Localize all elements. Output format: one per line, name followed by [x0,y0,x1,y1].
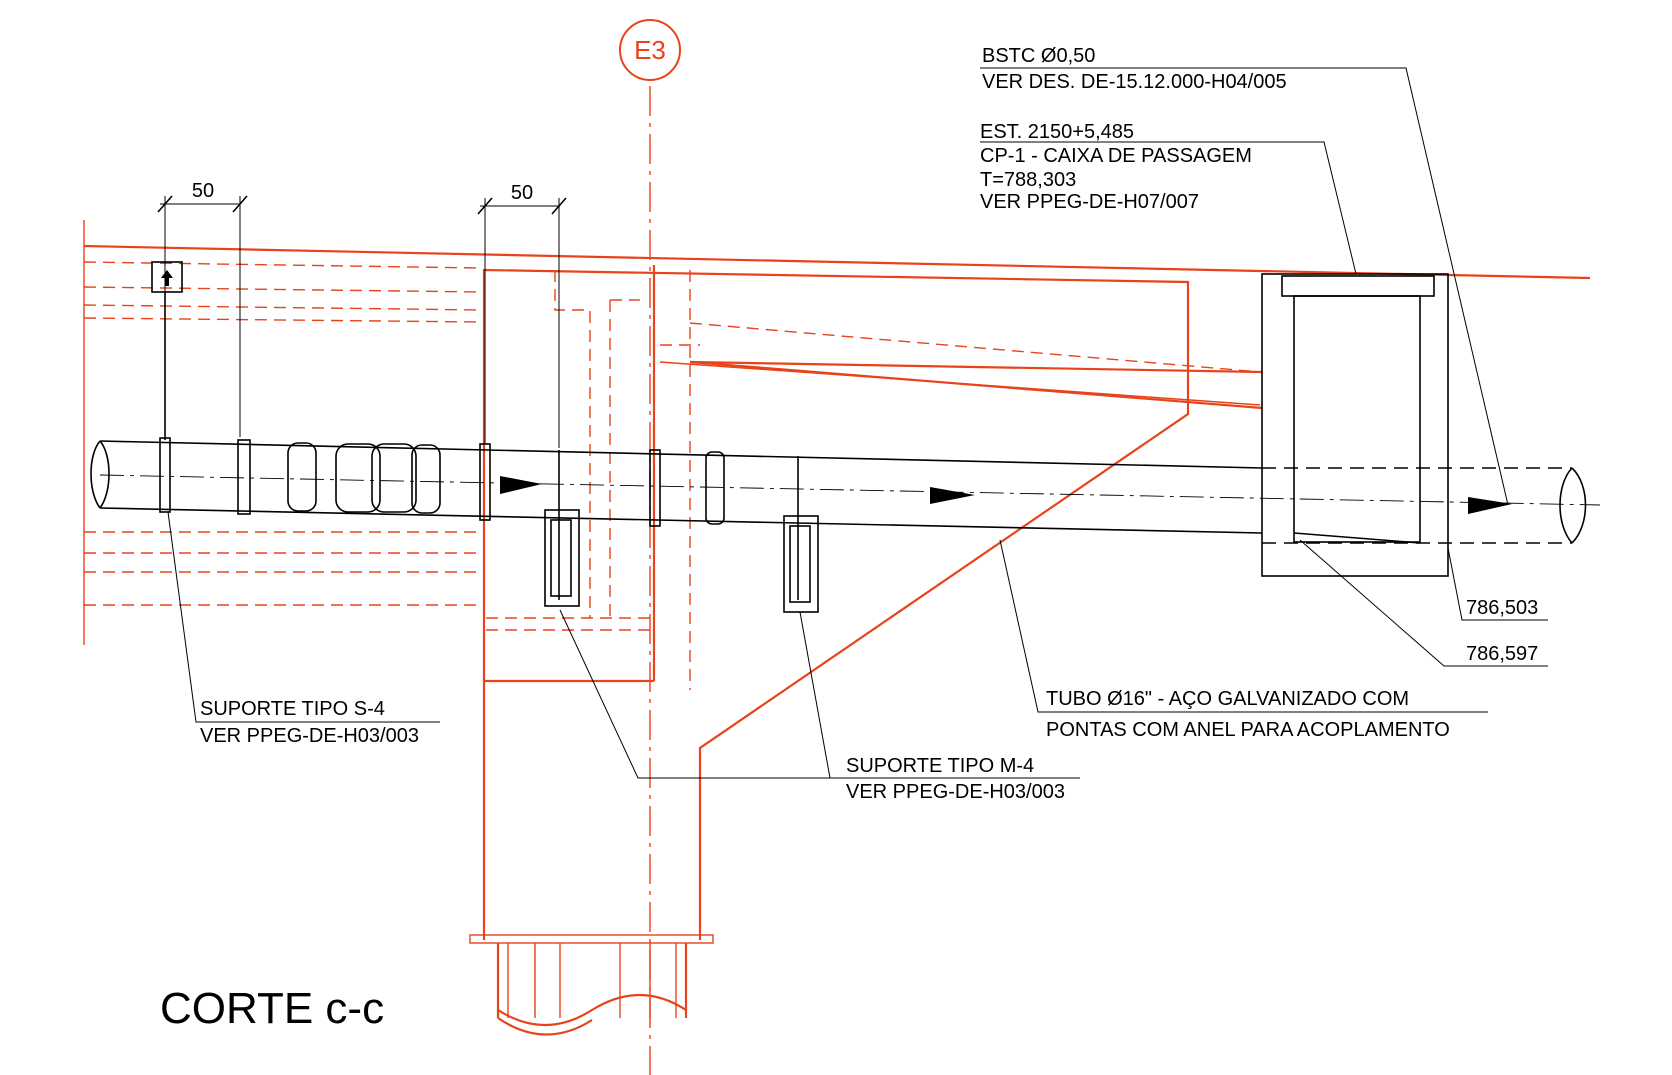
tubo-line-1: TUBO Ø16" - AÇO GALVANIZADO COM [1046,688,1409,710]
axis-e3: E3 [619,19,681,1075]
flow-arrow-icon [1468,497,1512,514]
pipe-tube-16 [90,437,1601,544]
support-m4-left [544,450,580,607]
axis-marker-label: E3 [634,35,666,65]
flow-arrow-icon [500,476,542,494]
m4-line-2: VER PPEG-DE-H03/003 [846,781,1065,803]
annotation-m4: SUPORTE TIPO M-4 VER PPEG-DE-H03/003 [846,755,1065,803]
section-title: CORTE c-c [160,984,384,1033]
est-line-3: T=788,303 [980,169,1076,191]
tubo-line-2: PONTAS COM ANEL PARA ACOPLAMENTO [1046,719,1450,741]
structure-outline [83,220,1591,1036]
caixa-de-passagem [1261,273,1449,577]
dimension-50-left: 50 [157,180,248,437]
level-label-2: 786,597 [1466,643,1538,665]
est-line-1: EST. 2150+5,485 [980,121,1134,143]
m4-line-1: SUPORTE TIPO M-4 [846,755,1034,777]
dimension-label-right: 50 [511,182,533,204]
s4-line-2: VER PPEG-DE-H03/003 [200,725,419,747]
bstc-line-1: BSTC Ø0,50 [982,45,1095,67]
flow-arrow-icon [930,487,975,504]
leader-lines [167,67,1548,779]
annotation-tubo: TUBO Ø16" - AÇO GALVANIZADO COM PONTAS C… [1046,688,1450,741]
support-m4-right [783,456,819,613]
est-line-4: VER PPEG-DE-H07/007 [980,191,1199,213]
est-line-2: CP-1 - CAIXA DE PASSAGEM [980,145,1252,167]
dimension-label-left: 50 [192,180,214,202]
dimension-50-right: 50 [477,182,567,448]
annotation-est: EST. 2150+5,485 CP-1 - CAIXA DE PASSAGEM… [980,121,1252,213]
s4-line-1: SUPORTE TIPO S-4 [200,698,385,720]
bstc-line-2: VER DES. DE-15.12.000-H04/005 [982,71,1287,93]
annotation-bstc: BSTC Ø0,50 VER DES. DE-15.12.000-H04/005 [982,45,1287,93]
level-label-1: 786,503 [1466,597,1538,619]
annotation-s4: SUPORTE TIPO S-4 VER PPEG-DE-H03/003 [200,698,419,747]
